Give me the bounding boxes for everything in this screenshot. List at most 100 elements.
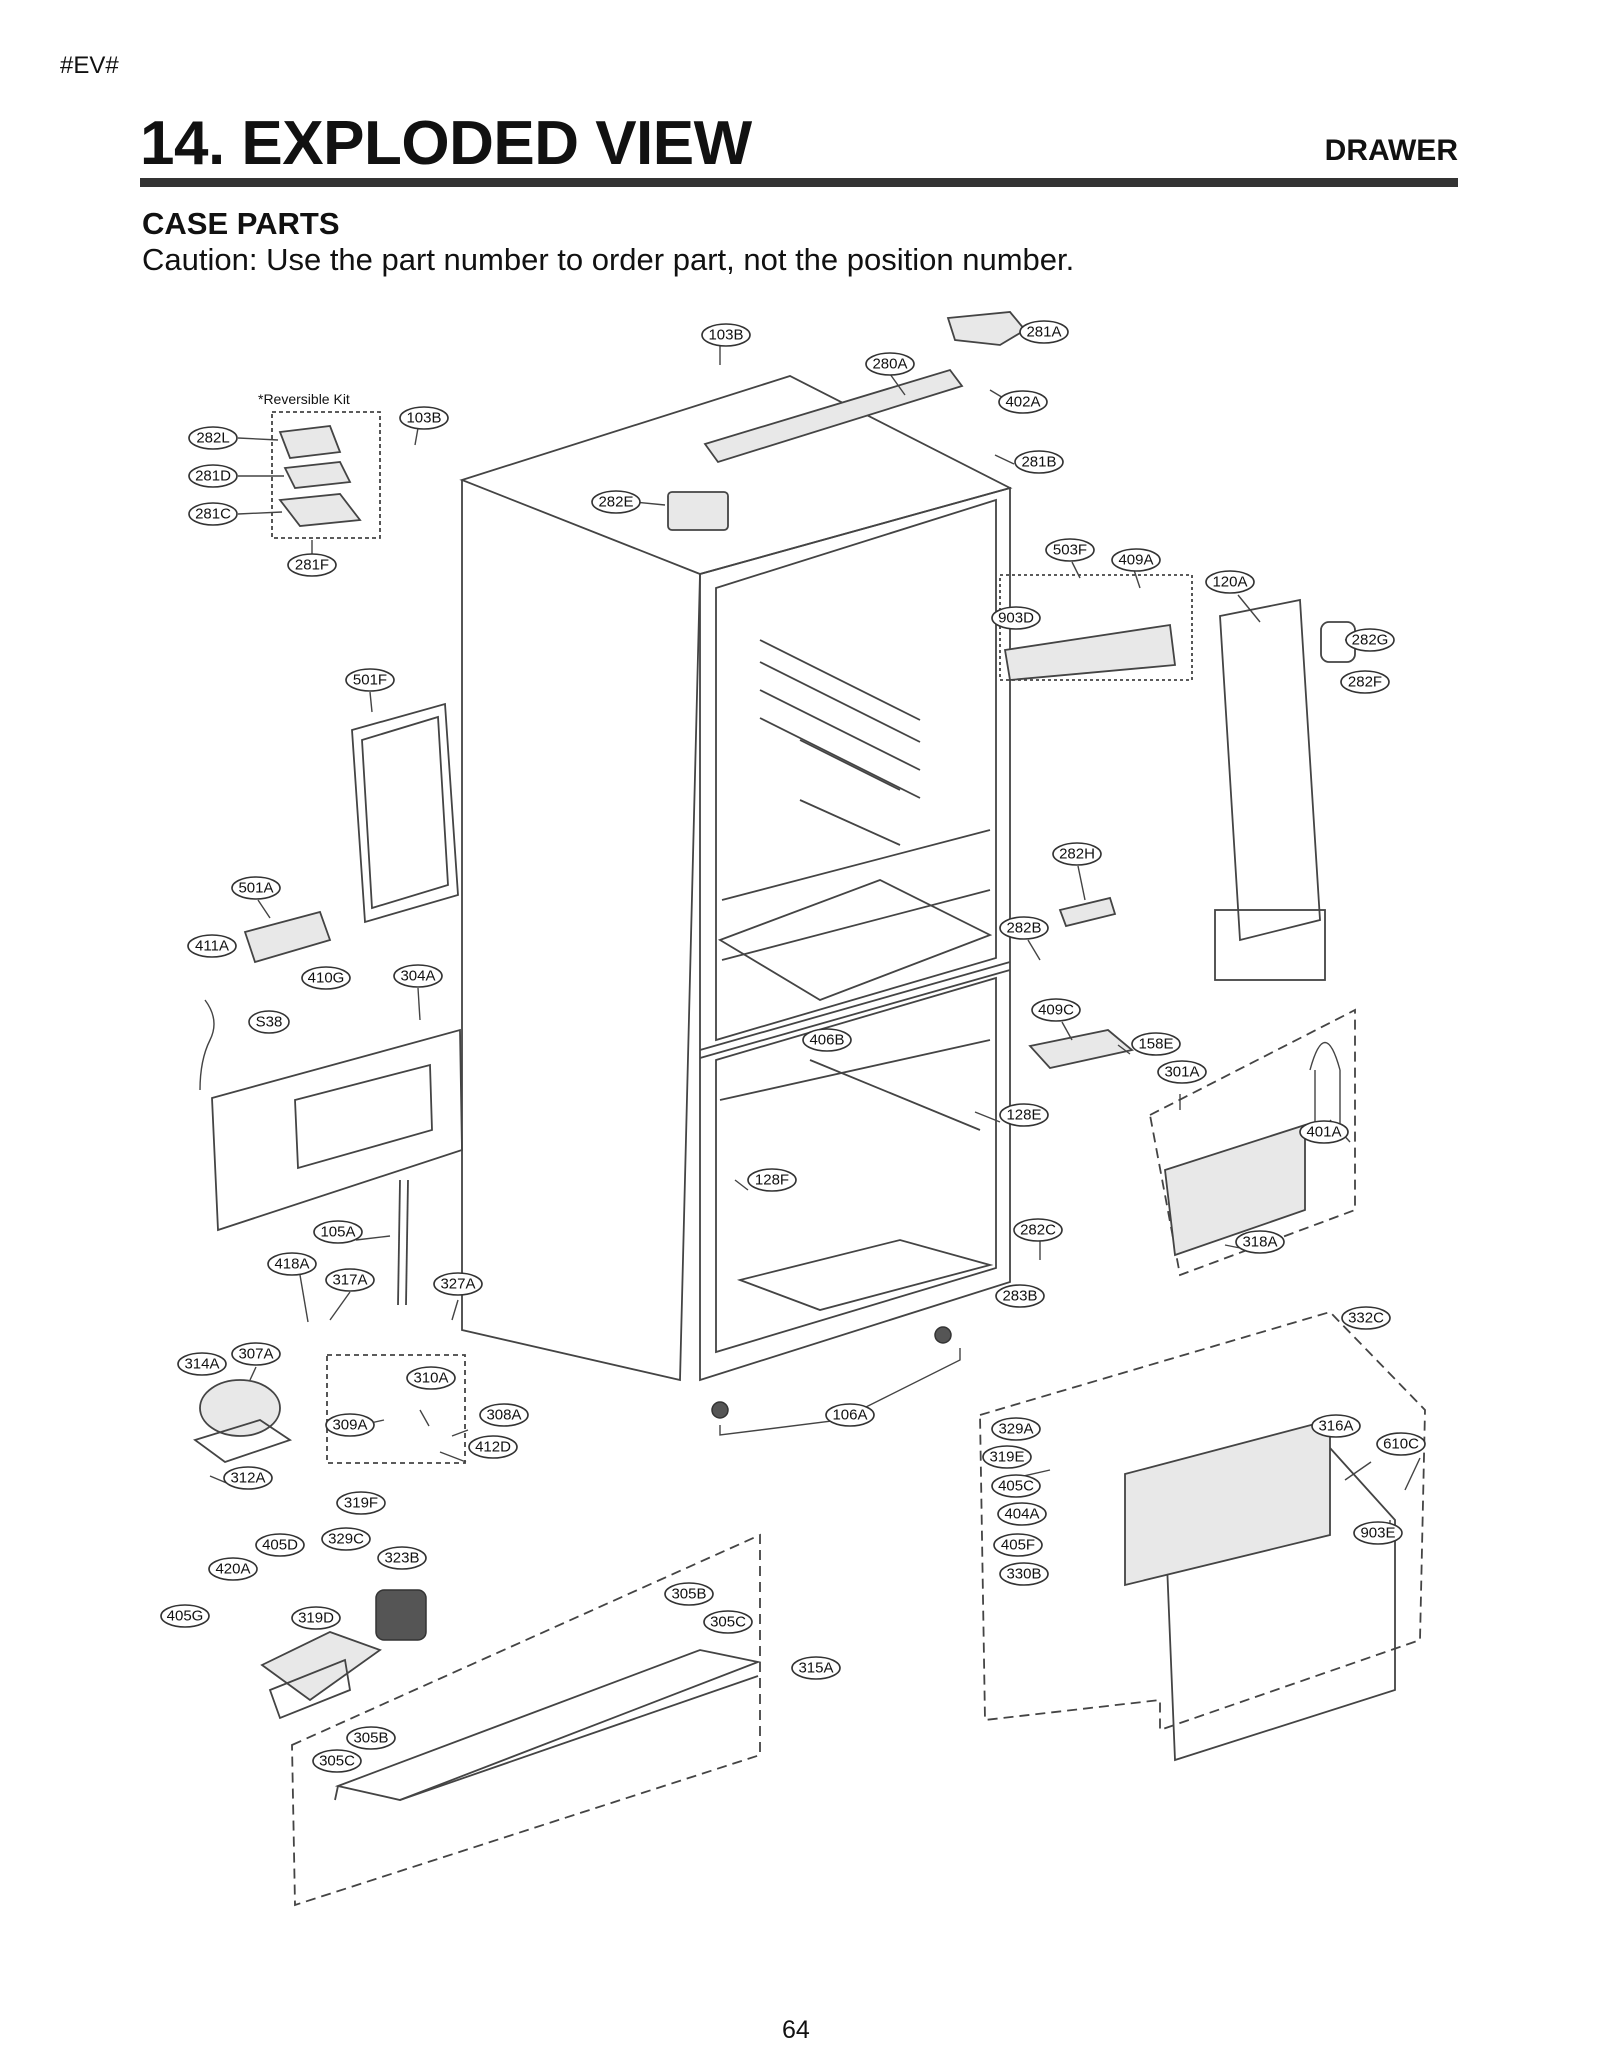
label-text: 319E <box>989 1449 1024 1466</box>
part-label-308a: 308A <box>479 1403 529 1427</box>
condenser-part <box>375 1589 427 1641</box>
label-oval <box>1031 998 1081 1022</box>
label-oval <box>1340 670 1390 694</box>
caution-note: Caution: Use the part number to order pa… <box>142 242 1075 277</box>
label-text: 329A <box>998 1421 1033 1438</box>
label-oval <box>999 1562 1049 1586</box>
label-text: 281A <box>1026 324 1061 341</box>
condenser-fan-bracket <box>260 1631 382 1702</box>
label-oval <box>287 553 337 577</box>
label-text: 503F <box>1053 542 1087 559</box>
label-text: 317A <box>332 1272 367 1289</box>
label-oval <box>1341 1306 1391 1330</box>
label-text: 903D <box>998 610 1034 627</box>
part-label-307a: 307A <box>231 1342 281 1366</box>
label-oval <box>791 1656 841 1680</box>
label-oval <box>325 1268 375 1292</box>
label-oval <box>346 1726 396 1750</box>
page-number: 64 <box>782 2016 810 2044</box>
label-oval <box>160 1604 210 1628</box>
label-text: 281D <box>195 468 231 485</box>
part-label-903e: 903E <box>1353 1521 1403 1545</box>
label-oval <box>997 1502 1047 1526</box>
lamp-housing <box>1028 1029 1134 1069</box>
label-oval <box>255 1533 305 1557</box>
title-rule <box>140 178 1458 187</box>
kit-part-281c <box>278 493 362 527</box>
page-title: 14. EXPLODED VIEW <box>140 109 752 178</box>
label-oval <box>1376 1432 1426 1456</box>
label-oval <box>1345 628 1395 652</box>
label-text: 307A <box>238 1346 273 1363</box>
label-oval <box>991 1417 1041 1441</box>
label-text: 314A <box>184 1356 219 1373</box>
label-oval <box>393 964 443 988</box>
label-oval <box>312 1749 362 1773</box>
part-label-412d: 412D <box>468 1435 518 1459</box>
part-label-283b: 283B <box>995 1284 1045 1308</box>
part-label-332c: 332C <box>1341 1306 1391 1330</box>
document-tag: #EV# <box>60 52 119 79</box>
part-label-128e: 128E <box>999 1103 1049 1127</box>
part-label-305b: 305B <box>346 1726 396 1750</box>
part-label-405g: 405G <box>160 1604 210 1628</box>
label-oval <box>1014 450 1064 474</box>
label-oval <box>993 1533 1043 1557</box>
part-label-103b: 103B <box>701 323 751 347</box>
label-text: 106A <box>832 1407 867 1424</box>
part-label-305c: 305C <box>312 1749 362 1773</box>
back-cover-panel <box>211 1028 463 1232</box>
part-label-323b: 323B <box>377 1546 427 1570</box>
part-label-405f: 405F <box>993 1533 1043 1557</box>
label-oval <box>991 1474 1041 1498</box>
part-label-281a: 281A <box>1019 320 1069 344</box>
label-text: 310A <box>413 1370 448 1387</box>
part-label-282l: 282L <box>188 426 238 450</box>
part-label-420a: 420A <box>208 1557 258 1581</box>
label-oval <box>995 1284 1045 1308</box>
kit-part-281d <box>283 461 352 489</box>
part-label-316a: 316A <box>1311 1414 1361 1438</box>
part-label-282h: 282H <box>1052 842 1102 866</box>
label-text: 323B <box>384 1550 419 1567</box>
part-label-310a: 310A <box>406 1366 456 1390</box>
label-oval <box>321 1527 371 1551</box>
drawer-rail-cap <box>1058 896 1117 928</box>
hinge-box-part <box>667 491 729 531</box>
label-oval <box>865 352 915 376</box>
label-text: 318A <box>1242 1234 1277 1251</box>
part-label-282c: 282C <box>1013 1218 1063 1242</box>
label-oval <box>982 1445 1032 1469</box>
label-text: 128F <box>755 1172 789 1189</box>
part-label-281f: 281F <box>287 553 337 577</box>
label-oval <box>1311 1414 1361 1438</box>
label-oval <box>1111 548 1161 572</box>
label-oval <box>399 406 449 430</box>
fan-duct-group <box>999 574 1193 681</box>
label-oval <box>177 1352 227 1376</box>
label-text: 308A <box>486 1407 521 1424</box>
part-label-282f: 282F <box>1340 670 1390 694</box>
part-label-405d: 405D <box>255 1533 305 1557</box>
label-oval <box>999 916 1049 940</box>
label-text: 158E <box>1138 1036 1173 1053</box>
part-label-305c: 305C <box>703 1610 753 1634</box>
part-label-103b: 103B <box>399 406 449 430</box>
label-oval <box>468 1435 518 1459</box>
part-label-410g: 410G <box>301 966 351 990</box>
relay-group-box <box>326 1354 466 1464</box>
leveling-foot-right <box>934 1326 952 1344</box>
part-label-401a: 401A <box>1299 1120 1349 1144</box>
part-label-106a: 106A <box>825 1403 875 1427</box>
label-text: 405C <box>998 1478 1034 1495</box>
label-oval <box>701 323 751 347</box>
part-label-319f: 319F <box>336 1491 386 1515</box>
label-oval <box>188 464 238 488</box>
label-text: 411A <box>195 938 229 955</box>
part-label-501a: 501A <box>231 876 281 900</box>
pcb-board <box>243 910 332 964</box>
reversible-kit-box <box>271 411 381 539</box>
label-text: 319F <box>344 1495 378 1512</box>
part-label-503f: 503F <box>1045 538 1095 562</box>
